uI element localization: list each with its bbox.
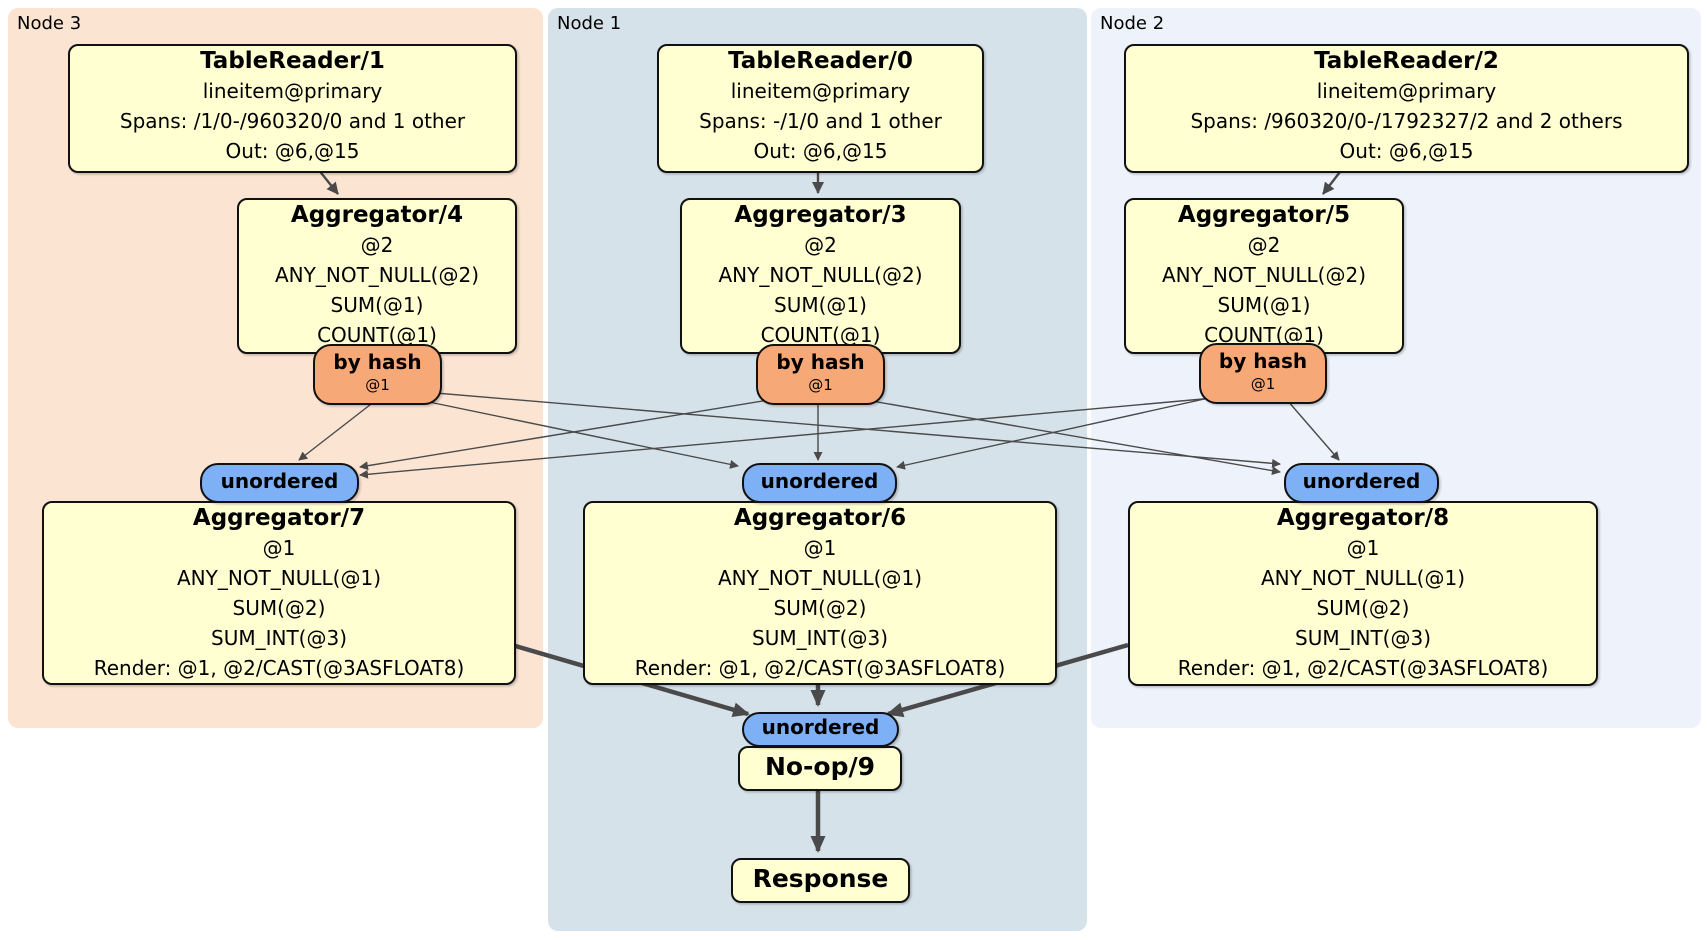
region-label-node1: Node 1 <box>557 13 622 34</box>
processor-line-agg8-1: ANY_NOT_NULL(@1) <box>1261 566 1465 590</box>
processor-line-tr1-1: Spans: /1/0-/960320/0 and 1 other <box>119 109 466 133</box>
processor-line-agg7-0: @1 <box>262 536 296 560</box>
processor-line-agg4-3: COUNT(@1) <box>317 323 437 347</box>
router-detail-router4: @1 <box>365 376 390 394</box>
processor-title-agg5: Aggregator/5 <box>1177 202 1351 228</box>
synchronizer-sync8: unordered <box>1284 463 1439 503</box>
processor-line-agg3-3: COUNT(@1) <box>760 323 881 347</box>
processor-line-agg8-0: @1 <box>1346 536 1380 560</box>
region-label-node3: Node 3 <box>17 13 82 34</box>
processor-line-agg6-3: SUM_INT(@3) <box>752 626 888 650</box>
processor-line-tr2-2: Out: @6,@15 <box>1339 139 1474 163</box>
processor-response: Response <box>731 858 910 903</box>
processor-title-tr1: TableReader/1 <box>200 48 385 74</box>
processor-line-agg6-1: ANY_NOT_NULL(@1) <box>718 566 922 590</box>
processor-line-agg4-2: SUM(@1) <box>330 293 424 317</box>
processor-line-tr2-1: Spans: /960320/0-/1792327/2 and 2 others <box>1190 109 1623 133</box>
processor-line-agg7-4: Render: @1, @2/CAST(@3ASFLOAT8) <box>93 656 465 680</box>
router-label-router4: by hash <box>333 350 422 374</box>
processor-line-tr0-2: Out: @6,@15 <box>753 139 888 163</box>
processor-title-noop9: No-op/9 <box>764 752 876 781</box>
router-detail-router3: @1 <box>808 376 833 394</box>
processor-line-agg5-0: @2 <box>1247 233 1281 257</box>
processor-title-agg7: Aggregator/7 <box>192 505 366 531</box>
synchronizer-sync6: unordered <box>742 463 897 503</box>
router-detail-router5: @1 <box>1250 375 1276 393</box>
processor-line-agg4-1: ANY_NOT_NULL(@2) <box>275 263 479 287</box>
processor-noop9: No-op/9 <box>738 746 902 791</box>
processor-line-agg8-4: Render: @1, @2/CAST(@3ASFLOAT8) <box>1177 656 1549 680</box>
processor-line-agg6-4: Render: @1, @2/CAST(@3ASFLOAT8) <box>634 656 1006 680</box>
processor-line-agg6-0: @1 <box>803 536 837 560</box>
processor-line-tr0-0: lineitem@primary <box>730 79 911 103</box>
processor-line-tr1-0: lineitem@primary <box>202 79 383 103</box>
processor-title-tr0: TableReader/0 <box>728 48 913 74</box>
synchronizer-sync9: unordered <box>742 712 899 747</box>
processor-line-tr0-1: Spans: -/1/0 and 1 other <box>699 109 942 133</box>
router-router3: by hash @1 <box>756 344 885 405</box>
processor-title-response: Response <box>752 864 889 893</box>
processor-line-agg8-3: SUM_INT(@3) <box>1295 626 1431 650</box>
processor-line-agg3-1: ANY_NOT_NULL(@2) <box>718 263 923 287</box>
router-router5: by hash @1 <box>1199 343 1327 404</box>
processor-line-agg5-1: ANY_NOT_NULL(@2) <box>1162 263 1366 287</box>
processor-line-agg3-0: @2 <box>804 233 837 257</box>
router-label-router5: by hash <box>1218 349 1308 373</box>
router-router4: by hash @1 <box>313 344 442 405</box>
synchronizer-sync7: unordered <box>200 463 359 503</box>
router-label-router3: by hash <box>776 350 865 374</box>
processor-line-tr1-2: Out: @6,@15 <box>225 139 360 163</box>
processor-title-agg6: Aggregator/6 <box>733 505 907 531</box>
processor-title-agg4: Aggregator/4 <box>290 202 464 228</box>
processor-line-tr2-0: lineitem@primary <box>1316 79 1497 103</box>
processor-line-agg8-2: SUM(@2) <box>1316 596 1410 620</box>
processor-line-agg6-2: SUM(@2) <box>773 596 867 620</box>
processor-line-agg3-2: SUM(@1) <box>774 293 867 317</box>
region-label-node2: Node 2 <box>1100 13 1165 34</box>
processor-title-tr2: TableReader/2 <box>1314 48 1499 74</box>
processor-title-agg8: Aggregator/8 <box>1276 505 1450 531</box>
processor-line-agg7-3: SUM_INT(@3) <box>211 626 347 650</box>
processor-line-agg4-0: @2 <box>360 233 394 257</box>
processor-title-agg3: Aggregator/3 <box>734 202 907 228</box>
processor-line-agg7-1: ANY_NOT_NULL(@1) <box>177 566 381 590</box>
processor-line-agg7-2: SUM(@2) <box>232 596 326 620</box>
processor-line-agg5-2: SUM(@1) <box>1217 293 1311 317</box>
